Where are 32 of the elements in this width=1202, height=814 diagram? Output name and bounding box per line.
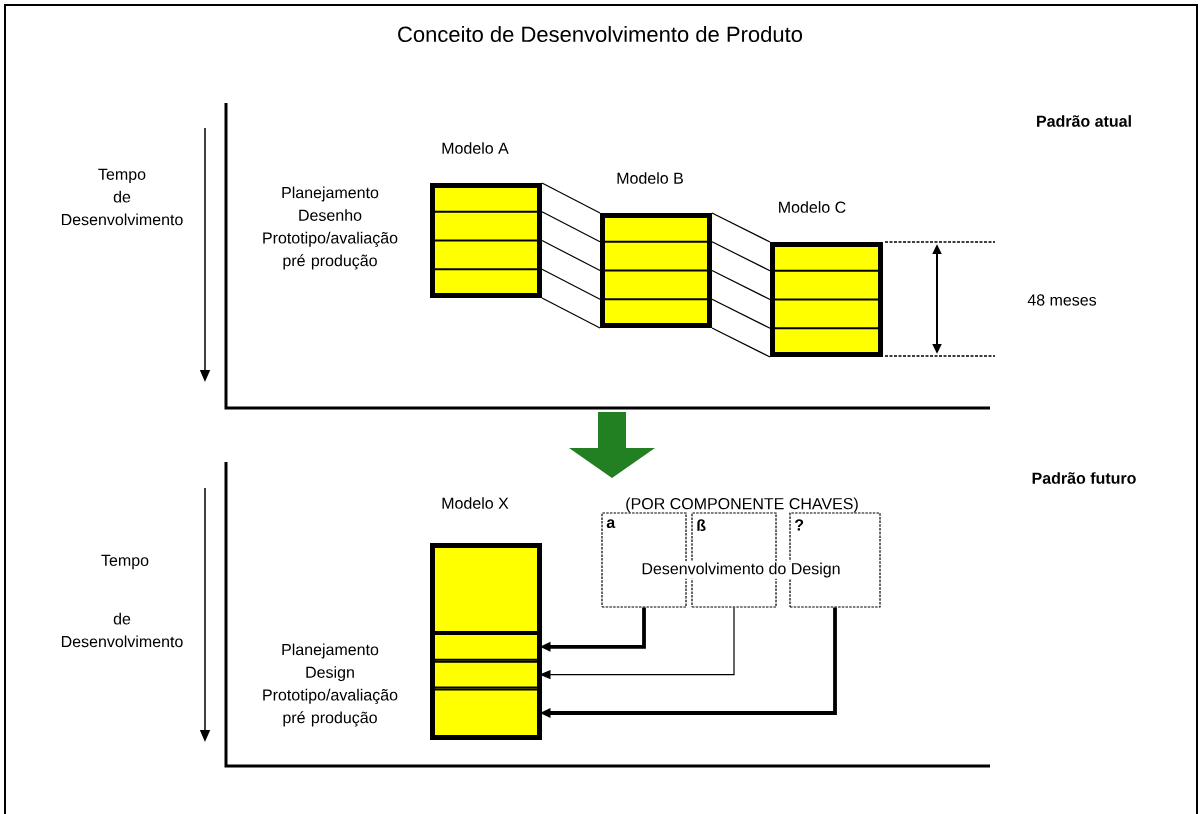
model-heading: Modelo C <box>779 201 846 213</box>
label-text: Tempo <box>101 554 149 570</box>
connector-line <box>711 298 771 329</box>
stack-row <box>432 632 540 661</box>
model-heading: Modelo X <box>442 497 509 509</box>
title: Conceito de Desenvolvimento de Produto <box>398 25 802 43</box>
stack-row <box>432 545 540 633</box>
model-heading: Modelo B <box>617 172 683 184</box>
column-letter: ? <box>795 519 804 531</box>
connector-line <box>711 327 771 358</box>
connector-line <box>541 211 601 243</box>
connector-line <box>711 212 771 243</box>
label-text: Planejamento Desenho Prototipo/avaliação pré produção <box>263 186 398 270</box>
connector-line <box>711 269 771 301</box>
column-letter: a <box>606 519 616 529</box>
label-text: Padrão futuro <box>1032 472 1136 484</box>
label-text: de Desenvolvimento <box>61 612 183 648</box>
label-text: 48 meses <box>1027 294 1097 306</box>
label-text: Padrão atual <box>1037 115 1131 127</box>
connector-line <box>711 241 771 272</box>
model-heading: Modelo A <box>442 142 509 154</box>
connector-line <box>541 268 601 300</box>
column-letter: ß <box>697 519 706 531</box>
connector-line <box>541 182 601 214</box>
label-text: Desenvolvimento do Design <box>640 561 842 579</box>
label-text: (POR COMPONENTE CHAVES) <box>626 497 858 513</box>
stack-row <box>432 660 540 689</box>
connector-line <box>541 239 601 272</box>
label-text: Planejamento Design Prototipo/avaliação pré produção <box>263 643 398 727</box>
connector-line <box>541 297 601 329</box>
label-text: Tempo de Desenvolvimento <box>61 168 183 226</box>
stack-row <box>432 688 540 738</box>
